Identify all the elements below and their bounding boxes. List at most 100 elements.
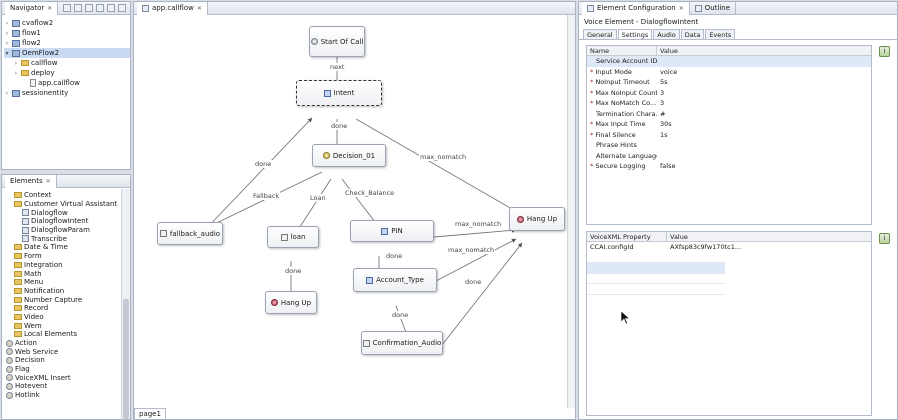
elements-item[interactable]: Number Capture [4,295,130,304]
back-icon[interactable] [63,4,71,12]
settings-row[interactable]: Phrase Hints [587,140,871,151]
forward-icon[interactable] [74,4,82,12]
elements-item[interactable]: DialogflowParam [4,226,130,235]
setting-value[interactable] [657,140,871,151]
link-editor-icon[interactable] [107,4,115,12]
voicexml-empty-row[interactable] [587,284,725,295]
elements-item[interactable]: Notification [4,287,130,296]
elements-item[interactable]: Local Elements [4,330,130,339]
page-tab[interactable]: page1 [134,408,166,419]
elements-item[interactable]: Action [4,339,130,348]
outline-tab[interactable]: Outline [690,1,737,15]
settings-row[interactable]: Service Account ID [587,56,871,67]
elements-item[interactable]: Customer Virtual Assistant [4,200,130,209]
settings-row[interactable]: * Max NoMatch Co...3 [587,98,871,109]
elements-item[interactable]: Web Service [4,347,130,356]
navigator-item[interactable]: ▾OemFlow2 [4,48,130,58]
settings-row[interactable]: Termination Chara...# [587,109,871,120]
setting-value[interactable]: voice [660,67,678,76]
element-configuration-tab[interactable]: Element Configuration ✕ [582,1,690,15]
subtab-data[interactable]: Data [680,29,705,39]
navigator-tab[interactable]: Navigator ✕ [5,1,59,15]
expand-icon[interactable]: ▾ [5,49,9,57]
expand-icon[interactable]: › [5,89,9,97]
node-decision[interactable]: Decision_01 [312,144,386,167]
elements-item[interactable]: Video [4,313,130,322]
voicexml-row[interactable]: CCAI.configId AXfsp83c9fw170tc1... [587,242,871,253]
elements-item[interactable]: Hotevent [4,382,130,391]
close-icon[interactable]: ✕ [678,4,684,12]
edit-settings-button[interactable]: i [879,46,890,57]
setting-value[interactable] [657,56,871,67]
expand-icon[interactable]: › [14,59,18,67]
view-menu-icon[interactable] [118,4,126,12]
setting-value[interactable]: 1s [660,130,668,139]
elements-item[interactable]: DialogflowIntent [4,217,130,226]
node-hang-up-loan[interactable]: Hang Up [265,291,317,314]
expand-icon[interactable]: › [5,39,9,47]
vxml-property[interactable]: CCAI.configId [590,243,634,251]
subtab-general[interactable]: General [583,29,617,39]
elements-item[interactable]: Integration [4,261,130,270]
elements-item[interactable]: Form [4,252,130,261]
voicexml-empty-row[interactable] [587,253,725,263]
voicexml-empty-row[interactable] [587,263,725,274]
navigator-item[interactable]: ›flow2 [4,38,130,48]
home-icon[interactable] [85,4,93,12]
setting-value[interactable]: # [660,109,666,118]
setting-value[interactable]: 3 [660,88,665,97]
voicexml-empty-row[interactable] [587,274,725,284]
node-intent[interactable]: Intent [296,80,382,106]
navigator-item[interactable]: app.callflow [4,78,130,88]
elements-tab[interactable]: Elements ✕ [5,174,57,188]
collapse-all-icon[interactable] [96,4,104,12]
subtab-audio[interactable]: Audio [653,29,680,39]
vxml-value[interactable]: AXfsp83c9fw170tc1... [670,243,742,251]
elements-item[interactable]: Wem [4,321,130,330]
scrollbar-thumb[interactable] [123,299,129,419]
elements-scrollbar[interactable] [121,189,130,419]
expand-icon[interactable]: › [14,69,18,77]
setting-value[interactable]: 30s [660,120,672,128]
elements-item[interactable]: Date & Time [4,243,130,252]
elements-item[interactable]: Math [4,269,130,278]
setting-value[interactable]: false [660,162,676,170]
setting-value[interactable] [657,151,871,162]
node-loan[interactable]: loan [267,226,319,248]
navigator-item[interactable]: ›flow1 [4,28,130,38]
elements-item[interactable]: Menu [4,278,130,287]
settings-row[interactable]: Alternate Languages [587,151,871,162]
subtab-settings[interactable]: Settings [617,29,653,39]
elements-item[interactable]: Flag [4,365,130,374]
navigator-item[interactable]: ›deploy [4,68,130,78]
close-icon[interactable]: ✕ [47,4,53,12]
setting-value[interactable]: 3 [660,99,665,107]
navigator-item[interactable]: ›callflow [4,58,130,68]
canvas-scrollbar[interactable] [567,15,575,408]
flow-canvas[interactable]: Start Of Call Intent Decision_01 fallbac… [134,15,575,408]
node-hang-up-right[interactable]: Hang Up [509,207,565,231]
expand-icon[interactable]: › [5,19,9,27]
close-icon[interactable]: ✕ [196,4,202,12]
elements-item[interactable]: VoiceXML Insert [4,373,130,382]
elements-item[interactable]: Hotlink [4,391,130,400]
subtab-events[interactable]: Events [705,29,736,39]
navigator-item[interactable]: ›sessionentity [4,88,130,98]
elements-item[interactable]: Dialogflow [4,208,130,217]
node-confirmation-audio[interactable]: Confirmation_Audio [361,331,443,355]
edit-voicexml-button[interactable]: i [879,233,890,244]
elements-item[interactable]: Record [4,304,130,313]
node-fallback-audio[interactable]: fallback_audio [157,222,223,245]
expand-icon[interactable]: › [5,29,9,37]
elements-item[interactable]: Decision [4,356,130,365]
elements-item[interactable]: Transcribe [4,234,130,243]
elements-item[interactable]: Context [4,191,130,200]
node-pin[interactable]: PIN [350,220,434,242]
node-start-of-call[interactable]: Start Of Call [309,26,365,57]
